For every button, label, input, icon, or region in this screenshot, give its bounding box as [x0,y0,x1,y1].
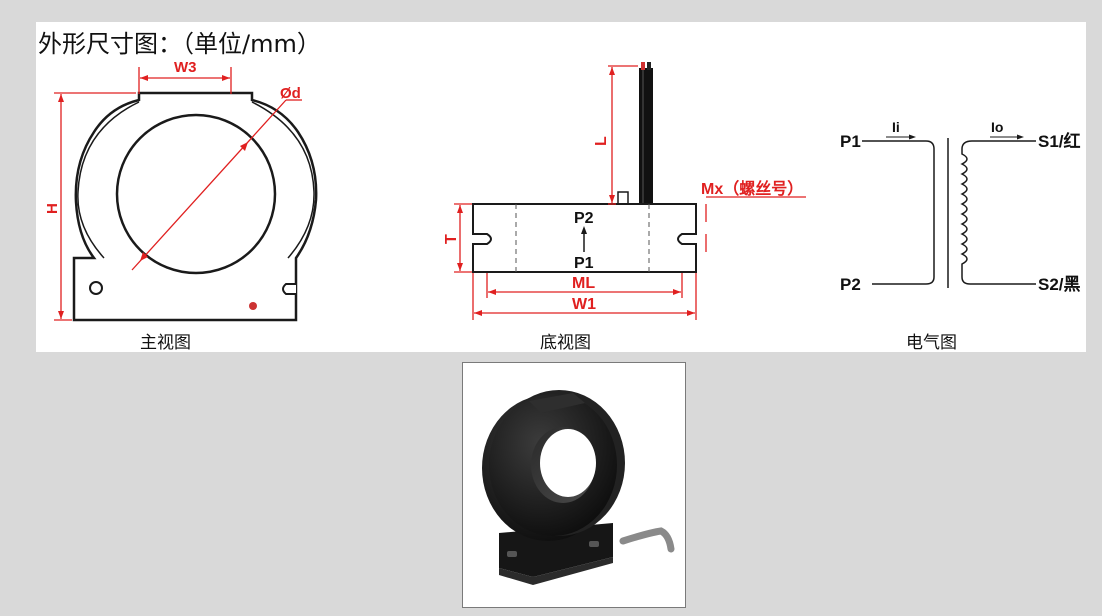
h-label: H [44,203,61,214]
front-view-mount-hole [89,281,103,295]
front-view-ring [77,101,315,259]
w1-label: W1 [572,296,596,313]
technical-drawing: W3 H Ød [44,59,1081,322]
mx-leader [705,196,806,252]
mx-label: Mx（螺丝号） [701,179,803,198]
ii-label: Ii [892,119,900,135]
front-view-drawing: W3 H Ød [44,59,318,322]
s2-label: S2/黑 [1038,275,1081,294]
front-view-caption: 主视图 [140,333,191,353]
io-label: Io [991,119,1003,135]
ml-label: ML [572,275,595,292]
ml-dimension [486,273,683,298]
bottom-p2-label: P2 [574,210,594,227]
front-view-screw [249,302,257,310]
elec-p1-label: P1 [840,132,861,151]
bottom-view-drawing: P2 P1 L Mx（螺丝号） [443,62,806,320]
w3-dimension [138,67,232,94]
t-label: T [443,234,460,244]
product-photo [462,362,686,608]
l-dimension [608,65,638,205]
current-transformer-image [482,390,675,585]
front-view-hole [115,113,277,275]
red-wire [641,62,645,70]
w1-dimension [472,273,697,320]
s1-label: S1/红 [1038,131,1081,151]
secondary-coil [960,140,1036,285]
electrical-schematic [862,134,1036,288]
w3-label: W3 [174,59,197,76]
od-dimension [131,99,302,271]
l-label: L [593,136,610,146]
elec-p2-label: P2 [840,275,861,294]
primary-winding [862,140,935,285]
t-dimension [454,203,472,273]
cable-image [619,527,675,553]
bottom-view-tab [617,191,629,205]
bottom-view-caption: 底视图 [540,333,591,353]
cable [639,68,653,204]
front-view-slot [282,283,296,295]
electrical-view-caption: 电气图 [906,333,957,353]
bottom-p1-label: P1 [574,255,594,272]
dimension-diagram-panel: W3 H Ød [36,22,1086,353]
h-dimension [54,92,136,321]
od-label: Ød [280,85,301,102]
black-wire [647,62,651,70]
page-title: 外形尺寸图：（单位/mm） [38,30,321,58]
